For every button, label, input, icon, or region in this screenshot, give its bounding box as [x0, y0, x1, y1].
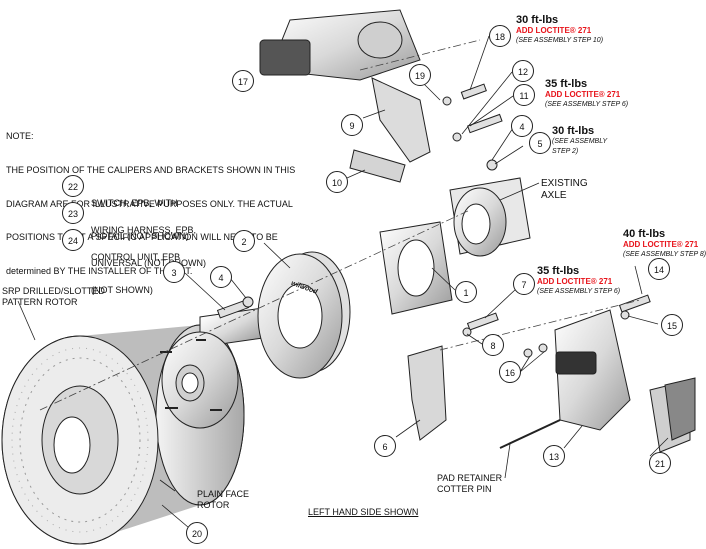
torque-value: 30 ft-lbs	[516, 14, 559, 26]
torque-spec-14: 40 ft-lbs ADD LOCTITE® 271 (SEE ASSEMBLY…	[623, 228, 706, 260]
callout-13: 13	[543, 445, 565, 467]
loctite-note: ADD LOCTITE® 271	[623, 240, 699, 249]
existing-axle	[449, 177, 531, 257]
brake-pads	[649, 377, 696, 453]
assembly-center-lines	[39, 39, 641, 411]
legend-line: WIRING HARNESS, EPB,	[91, 225, 197, 235]
drilled-rotor-hat	[257, 251, 351, 379]
callout-15: 15	[661, 314, 683, 336]
torque-value: 30 ft-lbs	[552, 125, 595, 137]
callout-8: 8	[482, 334, 504, 356]
label-pad-retainer: PAD RETAINER COTTER PIN	[437, 473, 503, 494]
callout-2: 2	[233, 230, 255, 252]
bracket-9	[371, 77, 431, 163]
torque-spec-5: 30 ft-lbs (SEE ASSEMBLY STEP 2)	[552, 125, 607, 157]
torque-value: 35 ft-lbs	[537, 265, 580, 277]
drilled-slotted-rotor	[1, 324, 245, 545]
loctite-note: ADD LOCTITE® 271	[516, 26, 592, 35]
note-line: THE POSITION OF THE CALIPERS AND BRACKET…	[6, 165, 296, 176]
callout-21: 21	[649, 452, 671, 474]
callout-5: 5	[529, 132, 551, 154]
shim-10	[349, 149, 406, 183]
hub	[160, 306, 271, 429]
lower-caliper	[554, 309, 631, 431]
upper-caliper-epb	[259, 9, 421, 81]
assembly-step: (SEE ASSEMBLY STEP 10)	[516, 37, 604, 44]
callout-4: 4	[210, 266, 232, 288]
note-line: DIAGRAM ARE FOR ILLUSTRATIVE PURPOSES ON…	[6, 198, 293, 209]
legend-item-23: WIRING HARNESS, EPB, UNIVERSAL (NOT SHOW…	[91, 203, 206, 280]
legend-line: PIGTAIL (NOT SHOWN)	[91, 231, 189, 241]
torque-value: 40 ft-lbs	[623, 228, 666, 240]
leader-lines	[17, 35, 669, 534]
torque-value: 35 ft-lbs	[545, 78, 588, 90]
callout-12: 12	[512, 60, 534, 82]
mounting-bracket-plate	[379, 221, 453, 315]
callout-20: 20	[186, 522, 208, 544]
legend-line: SWITCH, EPB, WITH	[91, 198, 178, 208]
note-title: NOTE:	[6, 131, 34, 142]
legend-line: CONTROL UNIT, EPB	[91, 252, 181, 262]
assembly-step: (SEE ASSEMBLY STEP 6)	[545, 101, 629, 108]
callout-17: 17	[232, 70, 254, 92]
loctite-note: ADD LOCTITE® 271	[545, 90, 621, 99]
legend-item-24: CONTROL UNIT, EPB (NOT SHOWN)	[91, 230, 180, 307]
torque-spec-18: 30 ft-lbs ADD LOCTITE® 271 (SEE ASSEMBLY…	[516, 14, 603, 46]
label-left-hand-side: LEFT HAND SIDE SHOWN	[308, 507, 419, 517]
legend-line: UNIVERSAL (NOT SHOWN)	[91, 258, 207, 268]
label-plain-face-rotor: PLAIN FACE ROTOR	[197, 489, 250, 510]
callout-18: 18	[489, 25, 511, 47]
torque-spec-11: 35 ft-lbs ADD LOCTITE® 271 (SEE ASSEMBLY…	[545, 78, 628, 110]
hardware-bolts	[216, 83, 651, 449]
loctite-note: ADD LOCTITE® 271	[537, 277, 613, 286]
bracket-6	[407, 345, 447, 441]
callout-19: 19	[409, 64, 431, 86]
callout-11: 11	[513, 84, 535, 106]
callout-7: 7	[513, 273, 535, 295]
label-srp-rotor: SRP DRILLED/SLOTTED PATTERN ROTOR	[2, 286, 105, 307]
assembly-step: (SEE ASSEMBLY STEP 6)	[537, 288, 621, 295]
legend-line: (NOT SHOWN)	[91, 285, 153, 295]
callout-22: 22	[62, 175, 84, 197]
torque-spec-7: 35 ft-lbs ADD LOCTITE® 271 (SEE ASSEMBLY…	[537, 265, 620, 297]
callout-16: 16	[499, 361, 521, 383]
callout-23: 23	[62, 202, 84, 224]
assembly-step: (SEE ASSEMBLY STEP 8)	[623, 251, 706, 258]
callout-14: 14	[648, 258, 670, 280]
callout-1: 1	[455, 281, 477, 303]
callout-3: 3	[163, 261, 185, 283]
label-existing-axle: EXISTING AXLE	[541, 178, 588, 201]
callout-4: 4	[511, 115, 533, 137]
callout-6: 6	[374, 435, 396, 457]
callout-10: 10	[326, 171, 348, 193]
legend-item-22: SWITCH, EPB, WITH PIGTAIL (NOT SHOWN)	[91, 176, 189, 253]
assembly-step: (SEE ASSEMBLY STEP 2)	[552, 138, 608, 155]
callout-24: 24	[62, 229, 84, 251]
callout-9: 9	[341, 114, 363, 136]
